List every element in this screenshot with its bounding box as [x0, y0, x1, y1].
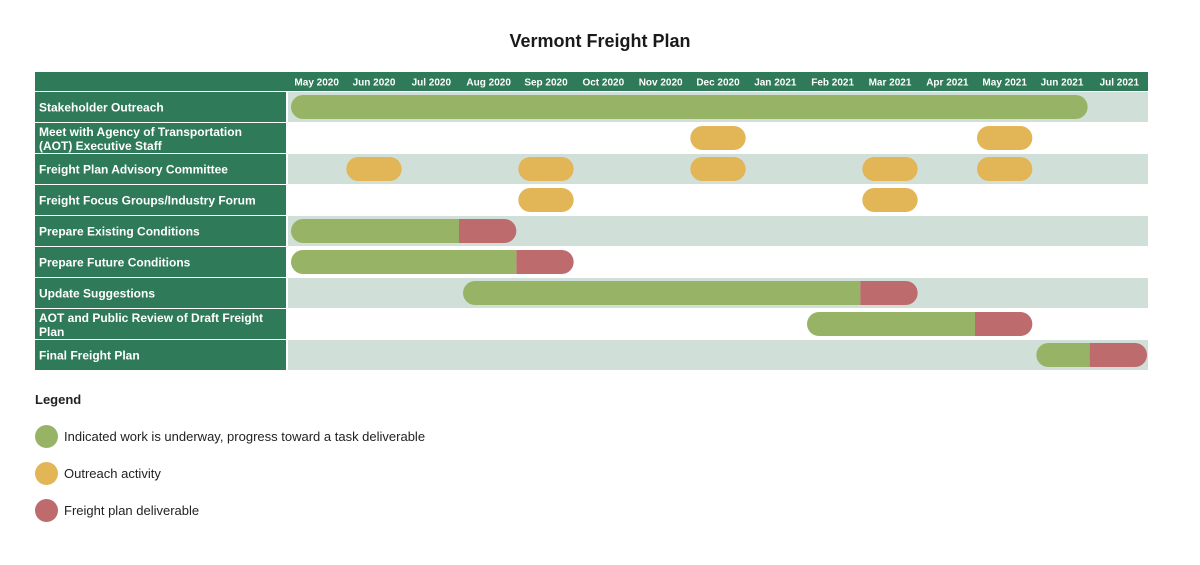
gantt-chart: May 2020 Jun 2020 Jul 2020 Aug 2020 Sep 2020…	[35, 72, 1148, 370]
task-label: Final Freight Plan	[39, 349, 140, 363]
legend-swatch	[35, 461, 58, 485]
legend-title: Legend	[35, 392, 82, 407]
outreach-bar	[977, 126, 1033, 150]
task-label-line: Meet with Agency of Transportation	[39, 125, 242, 139]
work-bar-joint	[1075, 343, 1090, 367]
outreach-bar	[977, 157, 1033, 181]
work-bar	[463, 281, 859, 305]
legend-swatch	[35, 424, 58, 448]
deliverable-bar	[459, 219, 517, 243]
deliverable-bar	[860, 281, 918, 305]
task-label-line: (AOT) Executive Staff	[39, 139, 163, 153]
work-bar-joint	[961, 312, 975, 336]
task-label-line: Final Freight Plan	[39, 349, 140, 363]
month-label: Nov 2020	[639, 78, 683, 89]
month-label: Feb 2021	[811, 78, 854, 89]
month-label: Mar 2021	[869, 78, 912, 89]
deliverable-bar-joint	[1089, 343, 1102, 367]
month-label: Jul 2021	[1100, 78, 1140, 89]
legend-label: Freight plan deliverable	[64, 502, 200, 518]
deliverable-bar-joint	[860, 281, 873, 305]
task-label-cell	[35, 185, 286, 215]
legend-label: Indicated work is underway, progress tow…	[64, 428, 426, 444]
work-bar-joint	[502, 250, 517, 274]
month-header: May 2020 Jun 2020 Jul 2020 Aug 2020 Sep 2020…	[35, 72, 1148, 91]
deliverable-bar-joint	[516, 250, 529, 274]
task-bars	[291, 95, 1147, 367]
task-label-line: Update Suggestions	[39, 287, 155, 301]
task-label-line: Prepare Future Conditions	[39, 256, 191, 270]
work-bar	[291, 219, 457, 243]
task-label: Freight Plan Advisory Committee	[39, 163, 228, 177]
task-label-line: Prepare Existing Conditions	[39, 225, 200, 239]
task-label-cell	[35, 309, 286, 339]
work-bar	[291, 95, 1088, 119]
month-label: Jul 2020	[412, 78, 452, 89]
month-label: Apr 2021	[926, 78, 969, 89]
outreach-bar	[862, 188, 918, 212]
outreach-bar	[690, 157, 746, 181]
month-label: May 2020	[294, 78, 339, 89]
deliverable-bar-joint	[975, 312, 987, 336]
header-band	[35, 72, 1148, 91]
row-background	[288, 340, 1148, 370]
outreach-bar	[346, 157, 402, 181]
task-label: Meet with Agency of Transportation(AOT) …	[39, 125, 242, 153]
deliverable-bar	[975, 312, 1033, 336]
deliverable-bar-joint	[459, 219, 471, 243]
outreach-bar	[518, 188, 574, 212]
task-label: Update Suggestions	[39, 287, 155, 301]
outreach-bar	[862, 157, 918, 181]
task-label: Stakeholder Outreach	[39, 101, 164, 115]
task-label-cell	[35, 123, 286, 153]
work-bar-joint	[445, 219, 459, 243]
legend-item: Freight plan deliverable	[35, 498, 199, 522]
task-label-cell	[35, 278, 286, 308]
work-bar	[291, 250, 515, 274]
month-label: Jun 2020	[353, 78, 396, 89]
legend-label: Outreach activity	[64, 465, 161, 481]
outreach-bar	[690, 126, 746, 150]
task-label-line: Freight Focus Groups/Industry Forum	[39, 194, 256, 208]
task-label-cell	[35, 247, 286, 277]
work-bar	[1036, 343, 1088, 367]
work-bar	[807, 312, 973, 336]
outreach-bar	[518, 157, 574, 181]
deliverable-bar	[1089, 343, 1147, 367]
month-label: May 2021	[982, 78, 1027, 89]
task-label-line: Freight Plan Advisory Committee	[39, 163, 228, 177]
chart-title: Vermont Freight Plan	[509, 31, 691, 51]
legend-swatch	[35, 498, 58, 522]
deliverable-bar	[516, 250, 574, 274]
task-label-cell	[35, 154, 286, 184]
month-label: Aug 2020	[466, 78, 511, 89]
task-label-line: Plan	[39, 325, 64, 339]
legend-item: Outreach activity	[35, 461, 161, 485]
task-label-line: Stakeholder Outreach	[39, 101, 164, 115]
task-label: Freight Focus Groups/Industry Forum	[39, 194, 256, 208]
month-label: Dec 2020	[696, 78, 740, 89]
month-label: Jun 2021	[1041, 78, 1084, 89]
task-label: Prepare Existing Conditions	[39, 225, 200, 239]
legend-item: Indicated work is underway, progress tow…	[35, 424, 425, 448]
task-label-cell	[35, 340, 286, 370]
task-label-line: AOT and Public Review of Draft Freight	[39, 311, 263, 325]
month-label: Sep 2020	[524, 78, 568, 89]
task-label-cell	[35, 92, 286, 122]
row-background	[288, 185, 1148, 215]
task-label: Prepare Future Conditions	[39, 256, 191, 270]
work-bar-joint	[846, 281, 861, 305]
task-label-cell	[35, 216, 286, 246]
month-label: Jan 2021	[754, 78, 797, 89]
month-label: Oct 2020	[582, 78, 624, 89]
